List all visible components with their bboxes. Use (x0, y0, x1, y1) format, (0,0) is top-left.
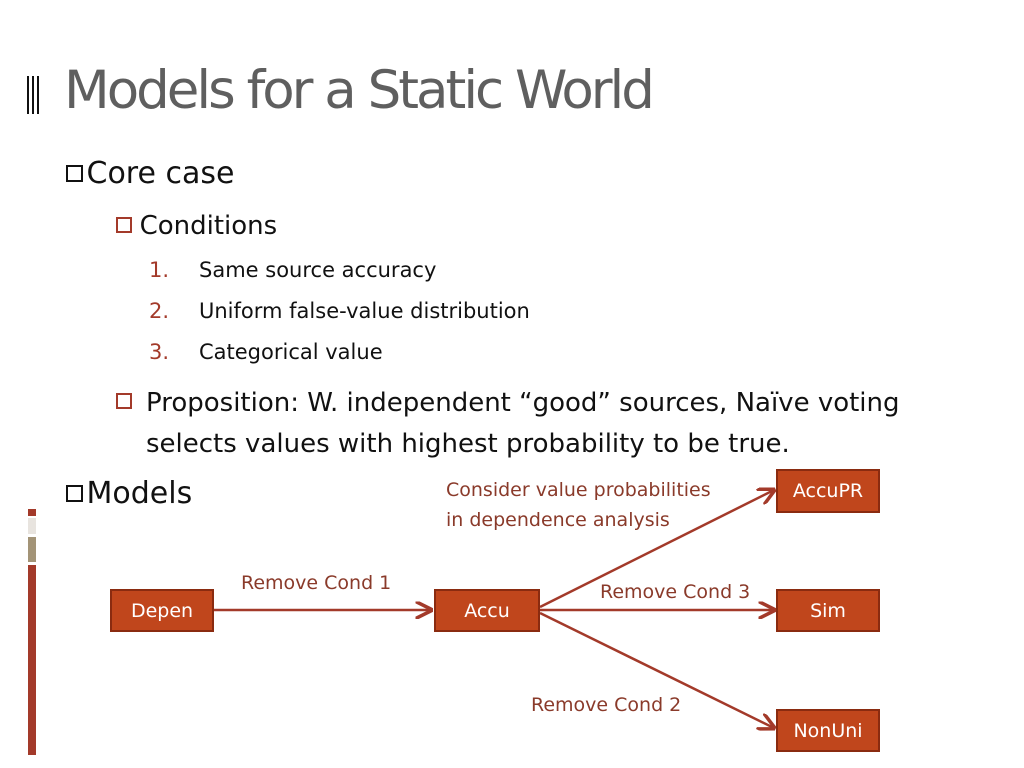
edge-accu-accupr (539, 490, 774, 609)
bullet-text: Conditions (139, 211, 278, 241)
bullet-conditions: Conditions (116, 211, 277, 241)
condition-item: 2. Uniform false-value distribution (149, 299, 530, 323)
node-nonuni: NonUni (776, 709, 880, 752)
checkbox-bullet-icon (116, 393, 132, 409)
list-number: 1. (149, 258, 170, 282)
bullet-models: Models (66, 476, 192, 511)
side-accent-bar-red-top (28, 509, 36, 516)
slide-title: Models for a Static World (64, 60, 655, 121)
edge-label-remove-cond-2: Remove Cond 2 (531, 694, 682, 716)
side-accent-bar-red (28, 565, 36, 755)
node-accu: Accu (434, 589, 540, 632)
edge-label-remove-cond-3: Remove Cond 3 (600, 581, 751, 603)
list-number: 2. (149, 299, 170, 323)
bullet-text: Proposition: W. independent “good” sourc… (146, 388, 900, 459)
edge-label-consider-line2: in dependence analysis (446, 509, 670, 531)
condition-item: 3. Categorical value (149, 340, 383, 364)
condition-item: 1. Same source accuracy (149, 258, 436, 282)
bullet-text: Models (86, 476, 193, 511)
edge-label-consider-line1: Consider value probabilities (446, 479, 711, 501)
edge-label-remove-cond-1: Remove Cond 1 (241, 572, 392, 594)
list-text: Same source accuracy (199, 258, 437, 282)
node-accupr: AccuPR (776, 469, 880, 513)
bullet-text: Core case (86, 156, 235, 191)
bullet-core-case: Core case (66, 156, 234, 191)
bullet-proposition: Proposition: W. independent “good” sourc… (116, 383, 986, 465)
list-text: Uniform false-value distribution (199, 299, 530, 323)
node-sim: Sim (776, 589, 880, 632)
side-accent-bar-tan (28, 537, 36, 562)
list-number: 3. (149, 340, 170, 364)
side-accent-bar-light (28, 518, 36, 534)
list-text: Categorical value (199, 340, 383, 364)
edge-accu-nonuni (539, 611, 774, 728)
checkbox-bullet-icon (66, 485, 83, 502)
node-depen: Depen (110, 589, 214, 632)
checkbox-bullet-icon (116, 217, 132, 233)
checkbox-bullet-icon (66, 165, 83, 182)
title-decoration-bars (27, 76, 41, 114)
